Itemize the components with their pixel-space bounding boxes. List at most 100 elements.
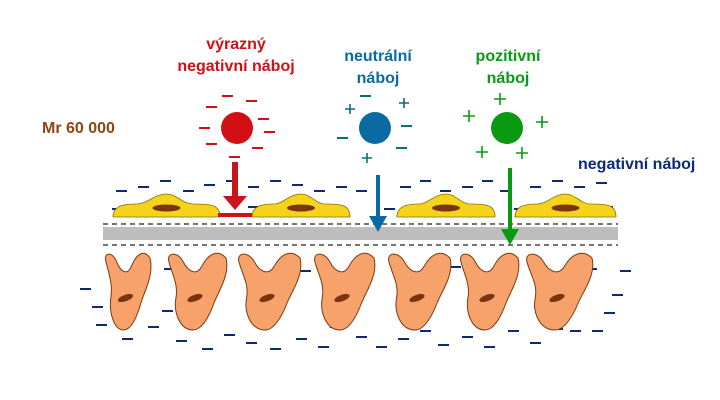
negative-charge-dash xyxy=(420,180,431,182)
negative-charge-dash xyxy=(96,324,107,326)
positive-label: pozitivní náboj xyxy=(458,46,558,90)
negative-charge-dash xyxy=(356,190,367,192)
negative-charge-dash xyxy=(224,334,235,336)
negative-charge-dash xyxy=(300,270,311,272)
positive-label-line2: náboj xyxy=(486,70,530,87)
negative-charge-dash xyxy=(116,190,127,192)
negative-charge-dash xyxy=(226,180,237,182)
podocyte xyxy=(388,252,452,331)
neutral-signs xyxy=(337,95,412,163)
podocyte xyxy=(168,252,228,331)
podocyte-nucleus xyxy=(334,293,350,303)
negative-charge-dash xyxy=(570,330,581,332)
negative-charge-dash xyxy=(384,208,395,210)
neutral-arrow-head xyxy=(369,216,387,232)
neutral-particle xyxy=(359,112,391,144)
podocyte xyxy=(314,252,376,331)
negative-charge-dash xyxy=(356,336,367,338)
positive-label-line1: pozitivní xyxy=(475,48,541,65)
podocyte xyxy=(460,252,520,331)
negative-charge-dash xyxy=(604,312,615,314)
podocyte xyxy=(238,252,302,331)
negative-charge-dash xyxy=(620,270,631,272)
podocyte xyxy=(526,252,594,331)
positive-plus-signs xyxy=(463,93,548,159)
podocyte-nucleus xyxy=(409,293,425,303)
negative-charge-dash xyxy=(482,180,493,182)
negative-charge-dash xyxy=(92,306,103,308)
negative-charge-dash xyxy=(80,288,91,290)
negative-charge-dash xyxy=(438,344,449,346)
negative-charge-dash xyxy=(202,348,213,350)
negative-charge-dash xyxy=(462,336,473,338)
negative-charge-dash xyxy=(596,182,607,184)
negative-charge-dash xyxy=(314,190,325,192)
negative-charge-dash xyxy=(176,340,187,342)
negative-charge-dash xyxy=(148,326,159,328)
negative-charge-dash xyxy=(500,190,511,192)
negative-charge-dash xyxy=(376,346,387,348)
negative-charge-dash xyxy=(122,338,133,340)
negative-charge-dash xyxy=(462,186,473,188)
negative-charge-dash xyxy=(508,330,519,332)
negative-charge-dash xyxy=(484,346,495,348)
strong-negative-arrow-head xyxy=(223,196,247,210)
negative-charge-dash xyxy=(450,266,461,268)
negative-charge-dash xyxy=(292,184,303,186)
neutral-label-line1: neutrální xyxy=(344,48,412,65)
negative-charge-dash xyxy=(530,186,541,188)
negative-charge-dash xyxy=(420,330,431,332)
endothelial-nucleus xyxy=(287,204,315,212)
negative-charge-dash xyxy=(270,180,281,182)
negative-charge-dash xyxy=(574,186,585,188)
podocyte-nucleus xyxy=(259,293,275,303)
neutral-arrow-shaft xyxy=(376,175,380,219)
negative-charge-dash xyxy=(164,268,175,270)
mr-label: Mr 60 000 xyxy=(42,120,115,137)
negative-charge-dash xyxy=(530,342,541,344)
neutral-label: neutrální náboj xyxy=(328,46,428,90)
negative-charge-dash xyxy=(162,310,173,312)
negative-charge-dash xyxy=(270,348,281,350)
membrane-negative-label: negativní náboj xyxy=(578,156,696,173)
negative-charge-dash xyxy=(552,180,563,182)
endothelial-nucleus xyxy=(432,204,460,212)
negative-charge-dash xyxy=(160,180,171,182)
endothelial-cells xyxy=(112,193,617,218)
negative-charge-dash xyxy=(336,186,347,188)
podocyte-nucleus xyxy=(187,293,203,303)
strong-negative-label: výrazný negativní náboj xyxy=(160,34,312,78)
negative-charge-dash xyxy=(440,190,451,192)
negative-charge-dash xyxy=(248,186,259,188)
negative-charge-dash xyxy=(318,346,329,348)
strong-negative-minus-signs xyxy=(199,95,275,158)
podocyte-nucleus xyxy=(117,293,134,303)
basement-membrane xyxy=(103,227,618,240)
strong-negative-particle xyxy=(221,112,253,144)
negative-charge-dash xyxy=(592,330,603,332)
podocytes xyxy=(104,252,594,331)
negative-charge-dash xyxy=(296,338,307,340)
endothelial-nucleus xyxy=(551,204,580,212)
strong-negative-block-bar xyxy=(218,213,252,217)
negative-charge-dash xyxy=(400,186,411,188)
podocyte xyxy=(104,252,152,331)
negative-charge-dash xyxy=(204,184,215,186)
negative-charge-dash xyxy=(138,186,149,188)
negative-charge-dash xyxy=(612,294,623,296)
positive-arrow-shaft xyxy=(508,168,512,232)
podocyte-nucleus xyxy=(549,293,565,303)
strong-negative-label-line1: výrazný xyxy=(206,36,266,53)
strong-negative-arrow-shaft xyxy=(232,162,238,200)
negative-charge-dash xyxy=(248,206,259,208)
strong-negative-label-line2: negativní náboj xyxy=(177,58,295,75)
endothelial-nucleus xyxy=(152,204,181,212)
negative-charge-dash xyxy=(398,338,409,340)
negative-charge-dash xyxy=(246,342,257,344)
positive-particle xyxy=(491,112,523,144)
positive-arrow-head xyxy=(501,229,519,245)
negative-charge-dash xyxy=(183,190,194,192)
podocyte-nucleus xyxy=(479,293,495,303)
neutral-label-line2: náboj xyxy=(356,70,400,87)
